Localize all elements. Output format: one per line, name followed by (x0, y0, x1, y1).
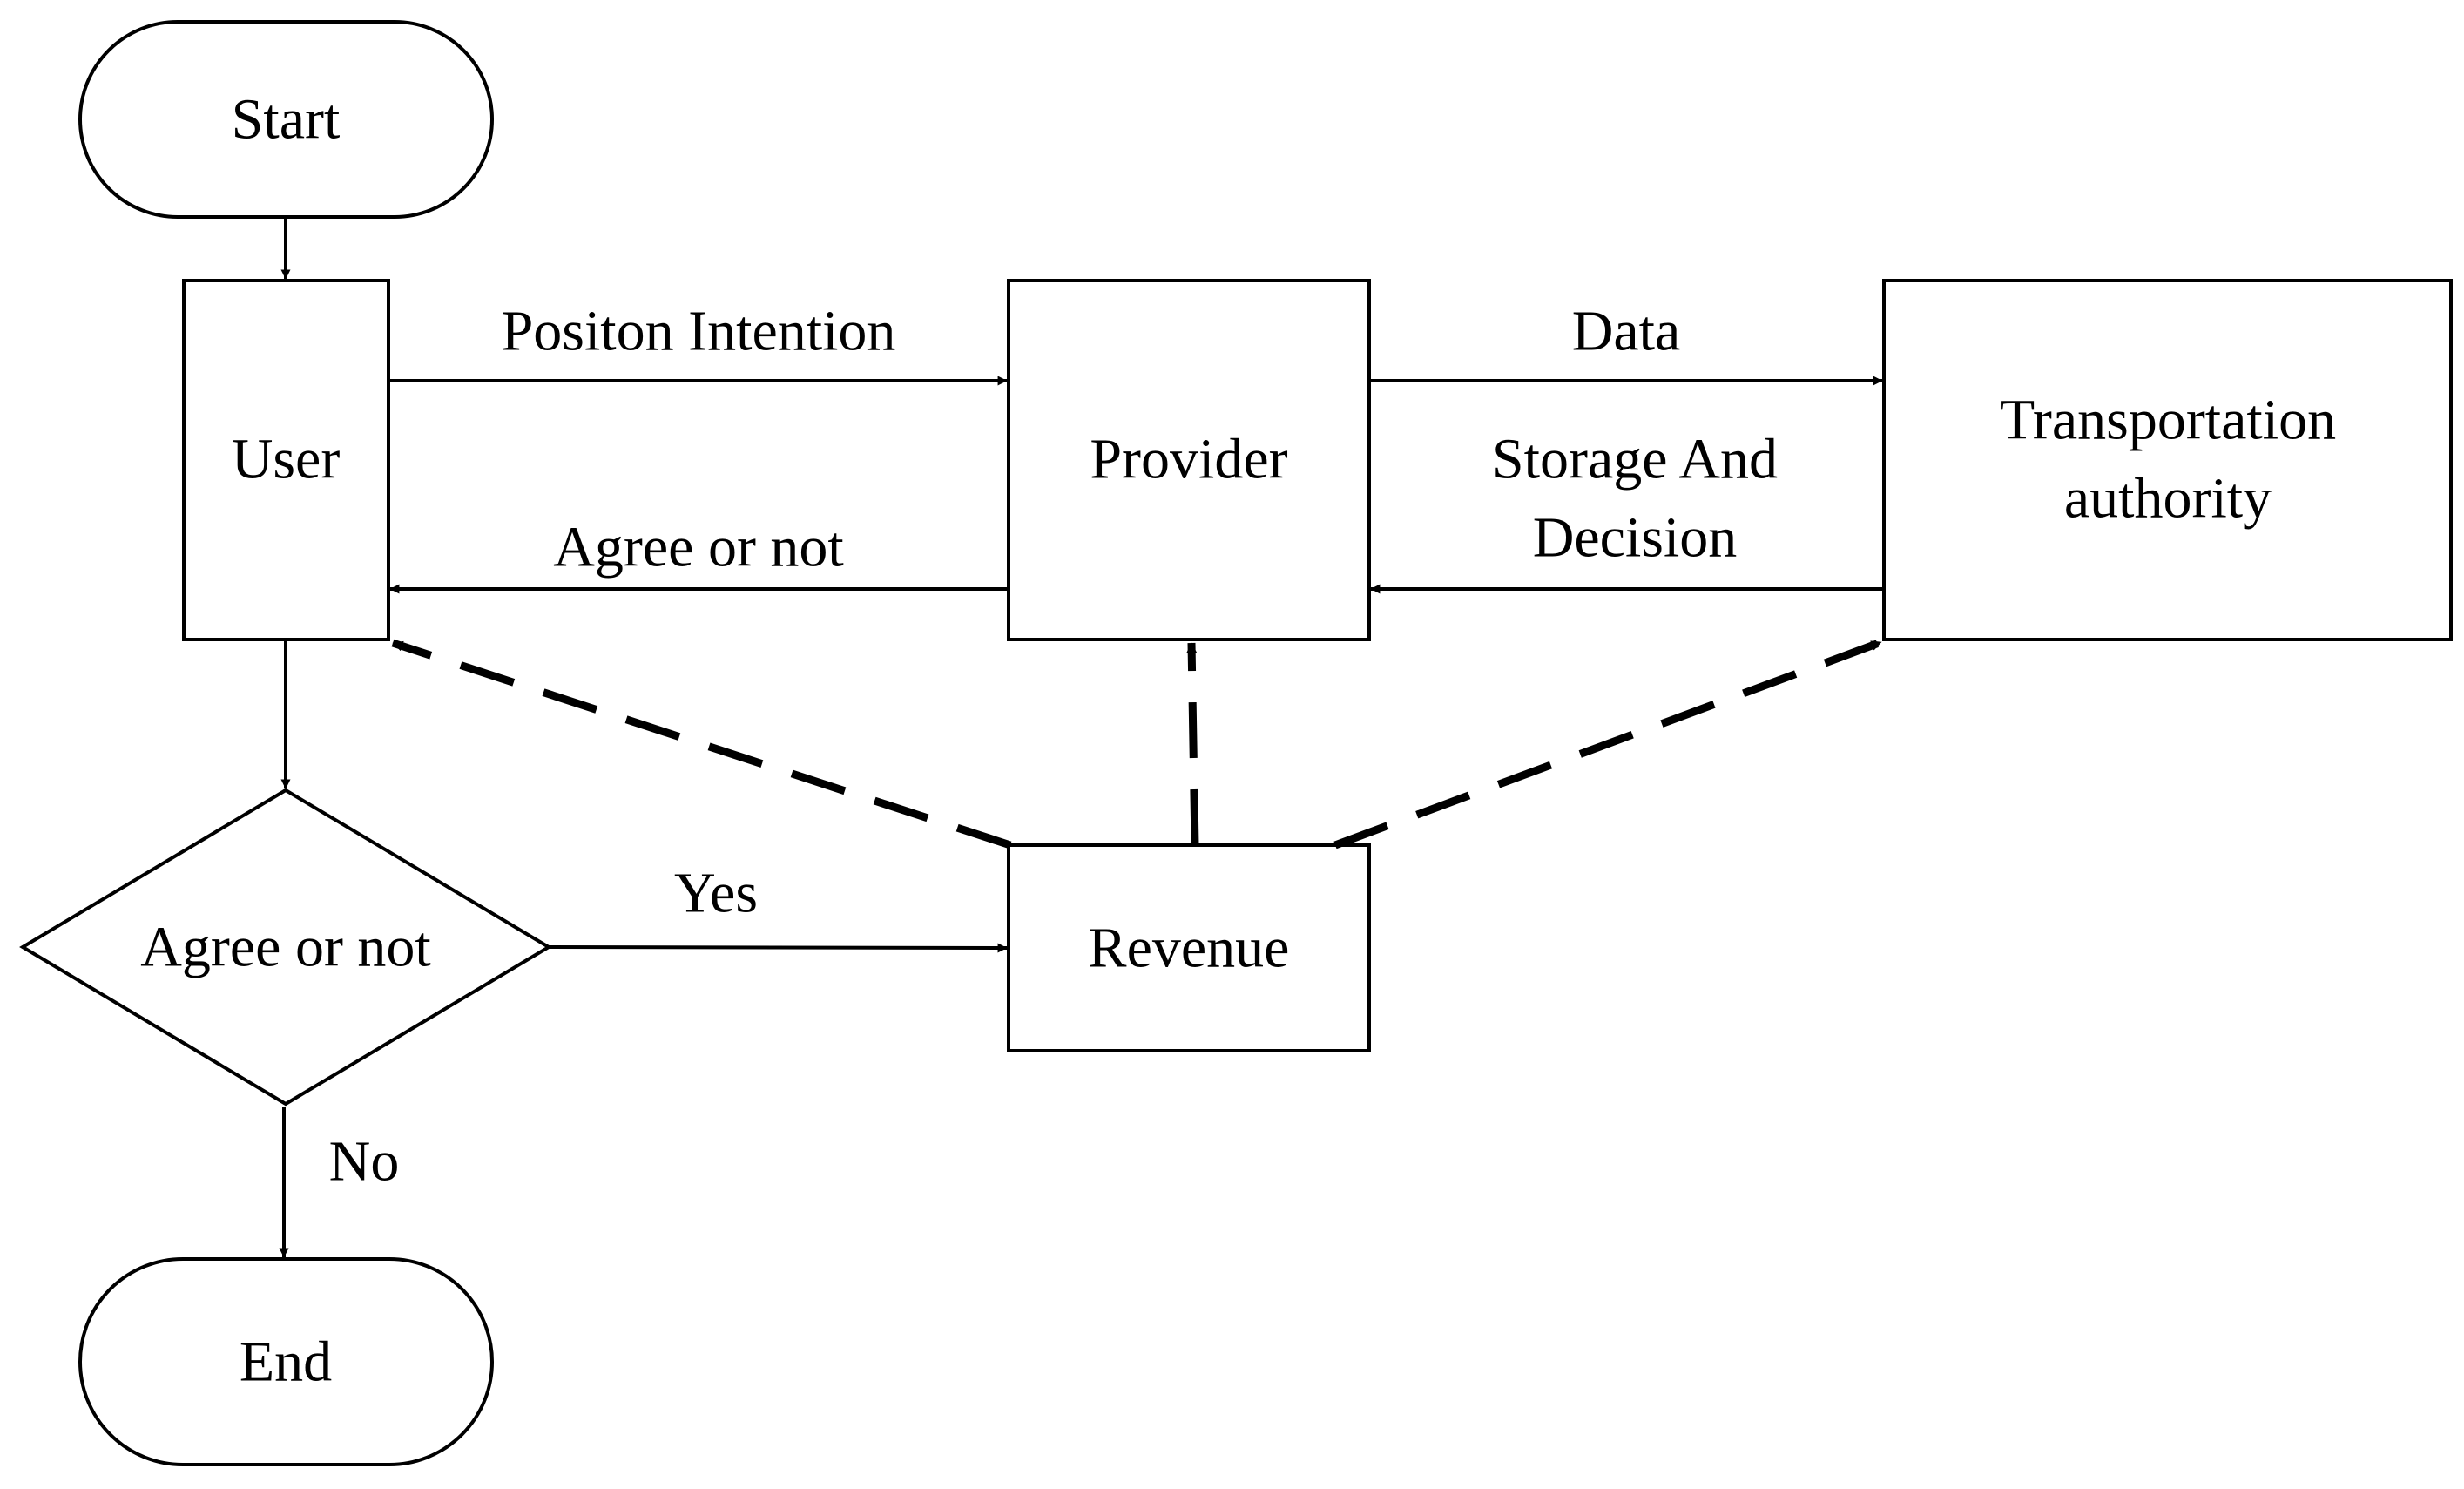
user-label: User (232, 428, 341, 491)
revenue-to-transportation-dashed-arrow (1333, 638, 1883, 849)
revenue-label: Revenue (1089, 917, 1290, 980)
revenue-node: Revenue (1007, 843, 1371, 1052)
position-intention-label: Positon Intention (502, 300, 896, 363)
end-label: End (240, 1330, 332, 1394)
user-node: User (182, 279, 390, 641)
transportation-authority-node: Transportation authority (1882, 279, 2453, 641)
data-label: Data (1572, 300, 1681, 363)
revenue-to-user-dashed-arrow (391, 639, 1012, 849)
revenue-to-provider-dashed-arrow (1186, 642, 1199, 846)
provider-label: Provider (1090, 428, 1287, 491)
start-label: Start (232, 88, 341, 152)
no-label: No (329, 1130, 400, 1194)
yes-arrow (548, 943, 1008, 953)
provider-node: Provider (1007, 279, 1371, 641)
transportation-authority-label-line2: authority (2064, 467, 2272, 531)
transportation-authority-label-line1: Transportation (2000, 389, 2336, 452)
decision-label: Agree or not (140, 916, 431, 979)
end-node: End (78, 1257, 494, 1466)
storage-decision-label-line1: Storage And (1492, 428, 1778, 491)
start-node: Start (78, 20, 494, 219)
storage-decision-label-line2: Decision (1533, 506, 1738, 570)
decision-node: Agree or not (19, 788, 552, 1107)
yes-label: Yes (674, 862, 758, 925)
agree-or-not-edge-label: Agree or not (553, 516, 844, 579)
